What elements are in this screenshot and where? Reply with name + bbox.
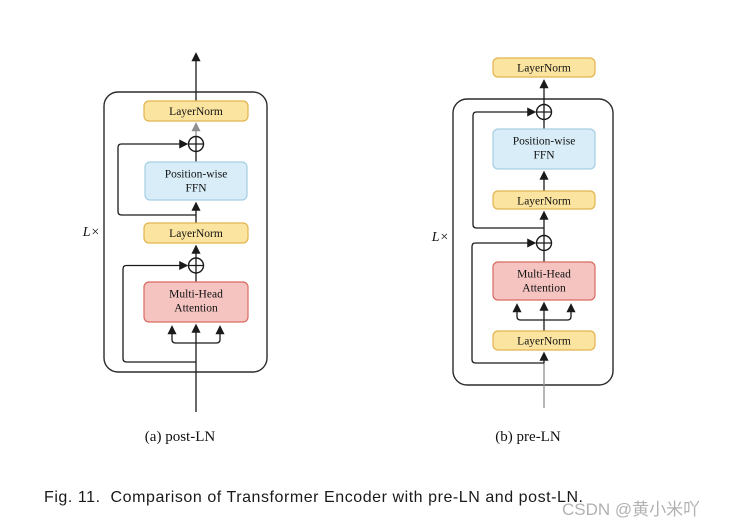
layernorm-mid-label: LayerNorm [517,196,571,208]
pre-ln-diagram: LayerNorm Multi-Head Attention LayerNorm… [431,57,614,445]
ffn-label-line2: FFN [185,183,207,195]
layernorm-mid-box [143,222,249,244]
subcaption-pre-ln: (b) pre-LN [495,429,561,445]
residual-add-circle [535,234,553,252]
ffn-label-line1: Position-wise [165,169,228,181]
multi-head-attention-label-line1: Multi-Head [517,269,571,281]
ffn-skip-connection [472,107,544,229]
transformer-comparison-figure: Multi-Head Attention LayerNorm Position-… [82,52,614,445]
residual-add-circle [187,257,205,274]
encoder-layer-container [103,91,268,373]
multi-head-attention-box [492,261,596,301]
attention-skip-connection [122,260,196,363]
layernorm-bottom-label: LayerNorm [517,336,571,348]
plus-icon [536,235,552,251]
qkv-right-arrow [196,325,225,344]
residual-add-circle [187,135,205,153]
qkv-left-arrow [167,325,196,344]
qkv-right-arrow [544,303,576,321]
residual-add-circle [535,103,553,121]
layernorm-bottom-box [492,330,596,351]
multi-head-attention-label-line2: Attention [174,303,218,315]
ffn-skip-connection [117,139,196,216]
layernorm-mid-label: LayerNorm [169,228,223,240]
figure-caption: Fig. 11. Comparison of Transformer Encod… [44,489,584,506]
ffn-label-line1: Position-wise [513,136,576,148]
encoder-layer-container [452,98,614,386]
multi-head-attention-label-line2: Attention [522,283,566,295]
plus-icon [188,258,204,273]
loop-count-label: L× [431,230,449,245]
attention-skip-connection [471,238,544,364]
layernorm-top-label: LayerNorm [169,106,223,118]
layernorm-output-label: LayerNorm [517,63,571,75]
plus-icon [536,104,552,120]
position-wise-ffn-box [492,128,596,170]
multi-head-attention-box [143,281,249,323]
ffn-label-line2: FFN [533,150,555,162]
plus-icon [188,136,204,152]
layernorm-top-box [143,100,249,122]
subcaption-post-ln: (a) post-LN [145,429,216,445]
csdn-watermark: CSDN @黄小米吖 [562,500,701,519]
multi-head-attention-label-line1: Multi-Head [169,289,223,301]
layernorm-output-box [492,57,596,78]
layernorm-mid-box [492,190,596,210]
loop-count-label: L× [82,225,100,240]
position-wise-ffn-box [144,161,248,201]
qkv-left-arrow [512,303,544,321]
post-ln-diagram: Multi-Head Attention LayerNorm Position-… [82,52,268,445]
